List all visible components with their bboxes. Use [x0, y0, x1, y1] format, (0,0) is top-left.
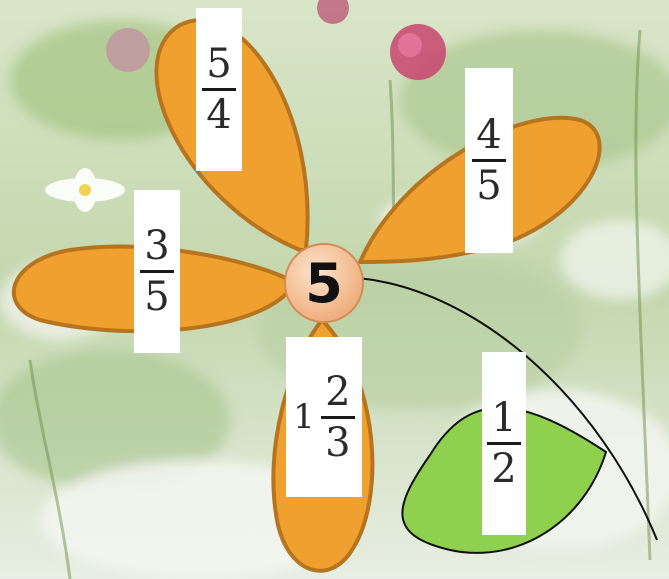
- flower-center: 5: [284, 243, 364, 323]
- fraction-bar: [140, 270, 174, 273]
- denominator: 4: [206, 93, 231, 137]
- fraction-card-bottom: 1 2 3: [286, 337, 362, 497]
- denominator: 5: [144, 275, 169, 319]
- fraction-bar: [321, 416, 355, 419]
- fraction-bar: [487, 442, 521, 445]
- fraction-bar: [472, 159, 506, 162]
- numerator: 2: [325, 370, 350, 414]
- fraction-card-leaf: 1 2: [482, 352, 526, 535]
- fraction-card-top-left: 5 4: [196, 8, 242, 171]
- numerator: 3: [144, 224, 169, 268]
- numerator: 4: [476, 113, 501, 157]
- fraction-card-left: 3 5: [134, 190, 180, 353]
- denominator: 2: [491, 447, 516, 491]
- fraction: 2 3: [321, 370, 355, 465]
- numerator: 1: [491, 396, 516, 440]
- denominator: 5: [476, 164, 501, 208]
- whole-number: 1: [293, 397, 315, 437]
- denominator: 3: [325, 421, 350, 465]
- fraction-bar: [202, 88, 236, 91]
- numerator: 5: [206, 42, 231, 86]
- fraction-card-right: 4 5: [465, 68, 513, 253]
